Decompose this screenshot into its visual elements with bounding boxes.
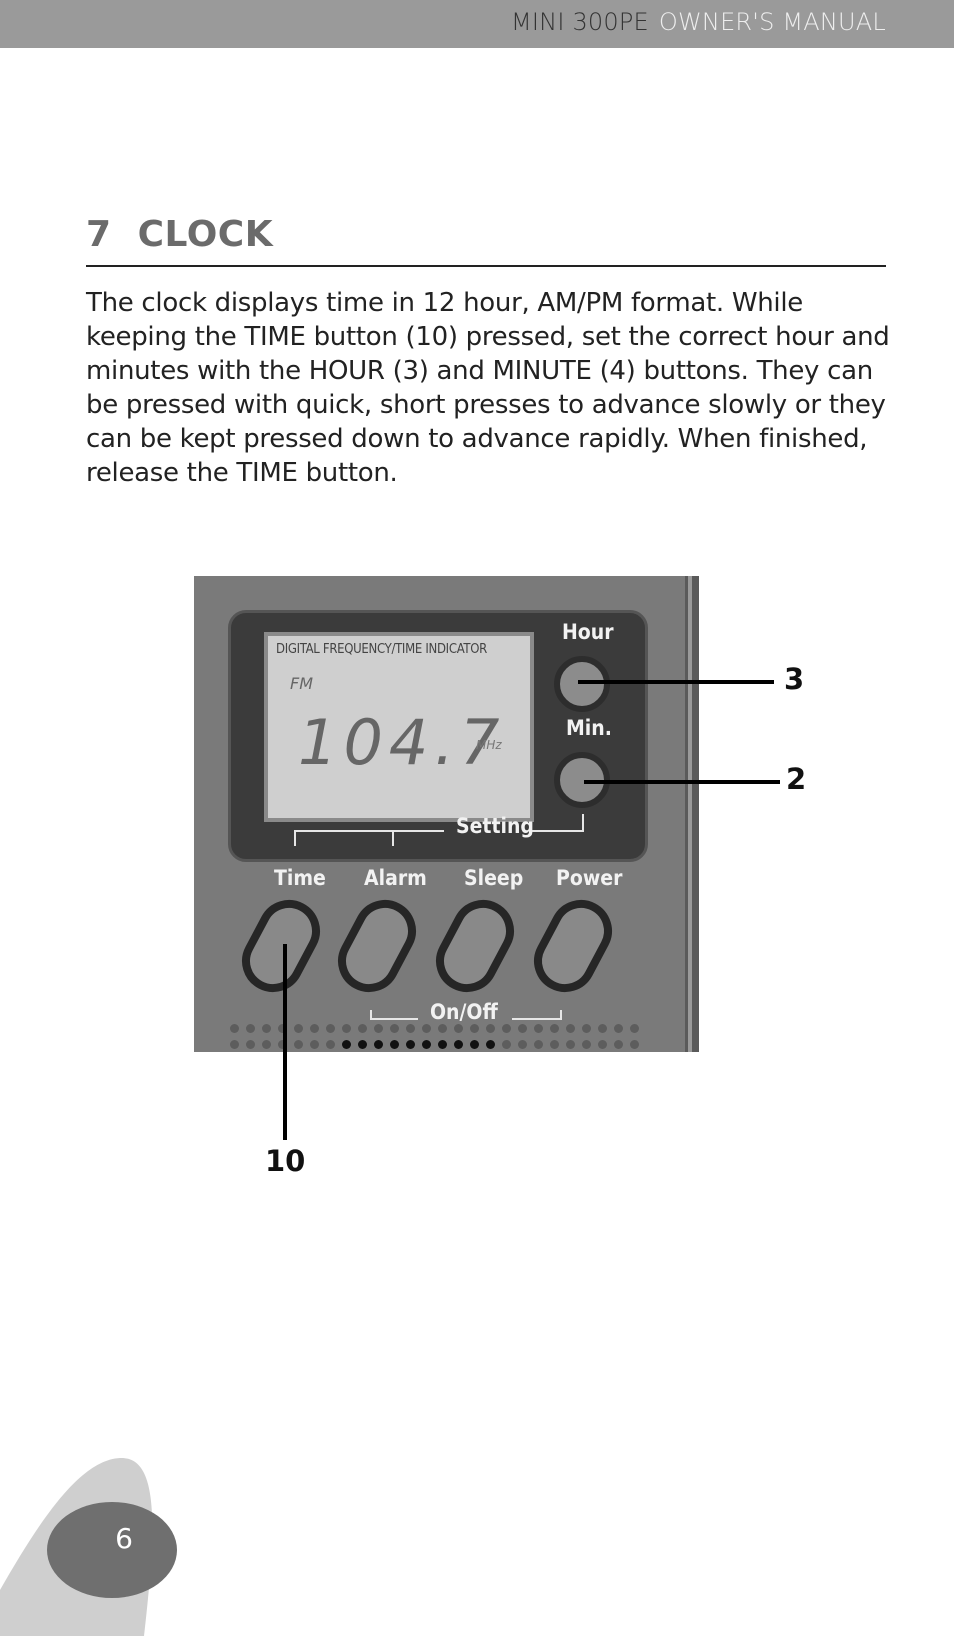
radio-side-edge — [685, 576, 699, 1052]
setting-bracket-left — [294, 830, 444, 832]
clock-figure: DIGITAL FREQUENCY/TIME INDICATOR FM 104.… — [194, 576, 699, 1052]
sleep-label: Sleep — [464, 866, 524, 890]
setting-bracket-right — [532, 830, 584, 832]
section-body: The clock displays time in 12 hour, AM/P… — [86, 288, 890, 488]
hour-label: Hour — [562, 620, 614, 644]
lcd-frequency: 104.7 — [298, 706, 506, 779]
header-manual-title: OWNER'S MANUAL — [658, 8, 886, 36]
section-heading: 7 CLOCK — [86, 214, 274, 255]
header-bar — [0, 0, 954, 48]
header-model: MINI 300PE — [511, 8, 649, 36]
time-callout-line — [283, 944, 287, 1140]
hour-button — [554, 656, 610, 712]
lcd-band: FM — [290, 674, 314, 693]
setting-label: Setting — [456, 814, 534, 838]
page-number: 6 — [115, 1522, 133, 1555]
hour-callout-line — [578, 680, 774, 684]
time-label: Time — [274, 866, 326, 890]
alarm-label: Alarm — [364, 866, 427, 890]
onoff-bracket-left — [370, 1018, 418, 1020]
onoff-bracket-right — [512, 1018, 562, 1020]
lcd-display: DIGITAL FREQUENCY/TIME INDICATOR FM 104.… — [264, 632, 534, 822]
onoff-bracket-tick-right — [560, 1010, 562, 1020]
setting-bracket-tick-left — [294, 830, 296, 846]
onoff-label: On/Off — [430, 1000, 498, 1024]
setting-bracket-tick-right — [582, 814, 584, 832]
min-label: Min. — [566, 716, 612, 740]
lcd-title: DIGITAL FREQUENCY/TIME INDICATOR — [276, 642, 487, 657]
onoff-bracket-tick-left — [370, 1010, 372, 1020]
setting-bracket-tick-mid — [392, 830, 394, 846]
section-divider — [86, 265, 886, 267]
running-header: MINI 300PE OWNER'S MANUAL — [511, 8, 886, 36]
lcd-unit: MHz — [476, 738, 502, 752]
power-label: Power — [556, 866, 623, 890]
min-callout-number: 2 — [786, 762, 807, 796]
speaker-grille — [230, 1022, 660, 1052]
time-callout-number: 10 — [265, 1144, 306, 1178]
hour-callout-number: 3 — [784, 662, 805, 696]
min-callout-line — [584, 780, 780, 784]
